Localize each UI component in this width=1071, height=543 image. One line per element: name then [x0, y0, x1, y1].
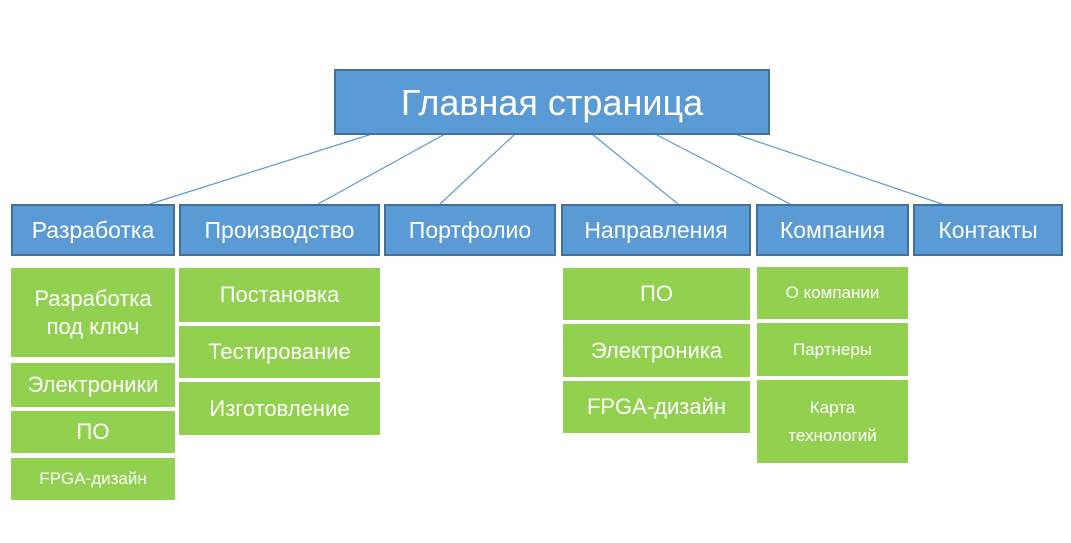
connector-kompaniya: [654, 133, 791, 205]
item-razrabotka-fpga: FPGA-дизайн: [9, 456, 177, 502]
item-napravleniya-fpga: FPGA-дизайн: [561, 379, 752, 435]
category-kontakty: Контакты: [913, 204, 1063, 256]
item-napravleniya-po: ПО: [561, 266, 752, 322]
item-napravleniya-elektronika: Электроника: [561, 322, 752, 379]
item-proizvodstvo-testirovanie: Тестирование: [177, 324, 382, 380]
root-node: Главная страница: [334, 69, 770, 135]
connector-portfolio: [439, 133, 516, 205]
item-kompaniya-karta-tekhnologiy: Карта технологий: [755, 378, 910, 465]
connector-razrabotka: [149, 133, 373, 205]
category-napravleniya: Направления: [561, 204, 751, 256]
item-kompaniya-partnery: Партнеры: [755, 321, 910, 378]
item-kompaniya-o-kompanii: О компании: [755, 265, 910, 321]
item-razrabotka-pod-klyuch: Разработка под ключ: [9, 266, 177, 359]
category-portfolio: Портфолио: [384, 204, 556, 256]
category-razrabotka: Разработка: [11, 204, 175, 256]
item-razrabotka-elektroniki: Электроники: [9, 361, 177, 409]
item-razrabotka-po: ПО: [9, 409, 177, 455]
connector-kontakty: [734, 133, 943, 205]
item-proizvodstvo-postanovka: Постановка: [177, 266, 382, 324]
connector-napravleniya: [591, 133, 679, 205]
connector-proizvodstvo: [317, 133, 446, 205]
category-proizvodstvo: Производство: [179, 204, 380, 256]
category-kompaniya: Компания: [756, 204, 909, 256]
item-proizvodstvo-izgotovlenie: Изготовление: [177, 380, 382, 437]
